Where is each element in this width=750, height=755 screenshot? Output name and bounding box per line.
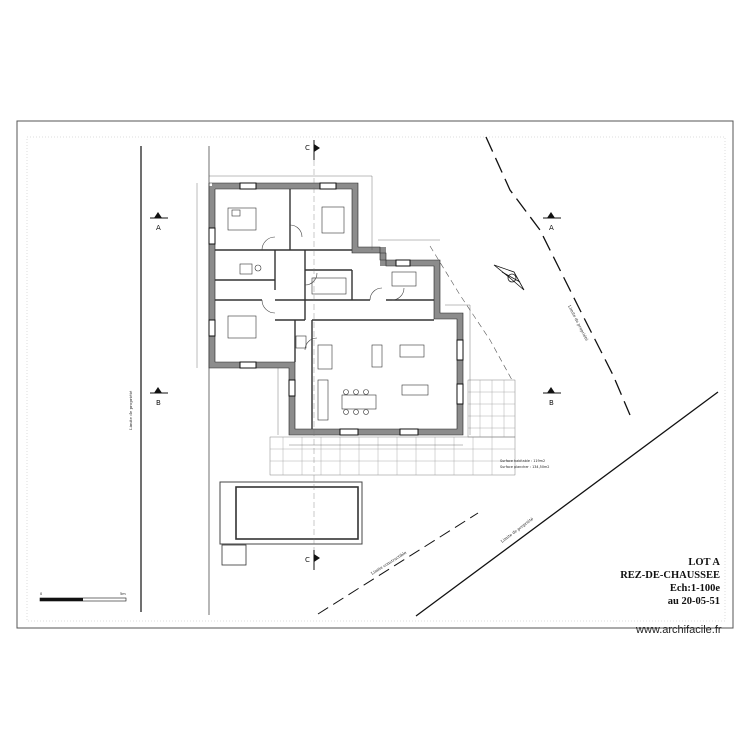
- surface-plancher: Surface plancher : 134,50m2: [500, 465, 549, 469]
- inner-dashed-limit: [429, 245, 513, 381]
- drawing-border: [26, 136, 726, 622]
- sheet-frame: [16, 120, 734, 629]
- section-marker-a-left-icon: [150, 212, 168, 219]
- title-date: au 20-05-51: [667, 596, 720, 607]
- windows: [208, 182, 464, 436]
- title-block: LOT A REZ-DE-CHAUSSEE Ech:1-100e au 20-0…: [620, 556, 720, 608]
- furniture: [227, 206, 429, 421]
- interior-walls: [215, 189, 434, 429]
- section-label-c-bottom: C: [305, 556, 310, 564]
- constructible-label: Limite constructible: [370, 550, 408, 576]
- title-lot: LOT A: [688, 557, 720, 568]
- pool-outline: [219, 481, 363, 545]
- section-marker-b-left-icon: [150, 387, 168, 394]
- constructible-dashed-line: [317, 512, 479, 615]
- section-marker-c-bottom-icon: [313, 550, 320, 570]
- scale-bar-end: 5m: [120, 592, 126, 596]
- section-label-b-left: B: [156, 399, 161, 407]
- terrace-grid: [269, 379, 516, 476]
- left-boundary-label: Limite de propriété: [128, 390, 133, 430]
- title-level: REZ-DE-CHAUSSEE: [620, 570, 720, 581]
- pool-inner: [235, 486, 359, 540]
- diagonal-lower-label: Limite de propriété: [500, 516, 535, 544]
- section-label-a-right: A: [549, 224, 554, 232]
- upper-dashed-boundary: [485, 136, 631, 416]
- section-label-c-top: C: [305, 144, 310, 152]
- title-scale: Ech:1-100e: [669, 583, 720, 594]
- section-marker-a-right-icon: [543, 212, 561, 219]
- surface-habitable: Surface habitable : 119m2: [500, 459, 545, 463]
- exterior-walls: [209, 183, 463, 435]
- pool-equipment: [221, 544, 247, 566]
- door-swings: [261, 224, 405, 351]
- section-marker-b-right-icon: [543, 387, 561, 394]
- lower-boundary-line: [415, 391, 719, 617]
- exterior-walls-outline: [208, 182, 464, 436]
- section-marker-c-top-icon: [313, 140, 320, 160]
- scale-bar: 0 5m: [39, 592, 127, 602]
- section-label-b-right: B: [549, 399, 554, 407]
- dimension-lines: [196, 175, 471, 446]
- scale-bar-start: 0: [40, 592, 42, 596]
- section-label-a-left: A: [156, 224, 161, 232]
- watermark-text: www.archifacile.fr: [636, 624, 722, 636]
- north-arrow-icon: [493, 264, 525, 291]
